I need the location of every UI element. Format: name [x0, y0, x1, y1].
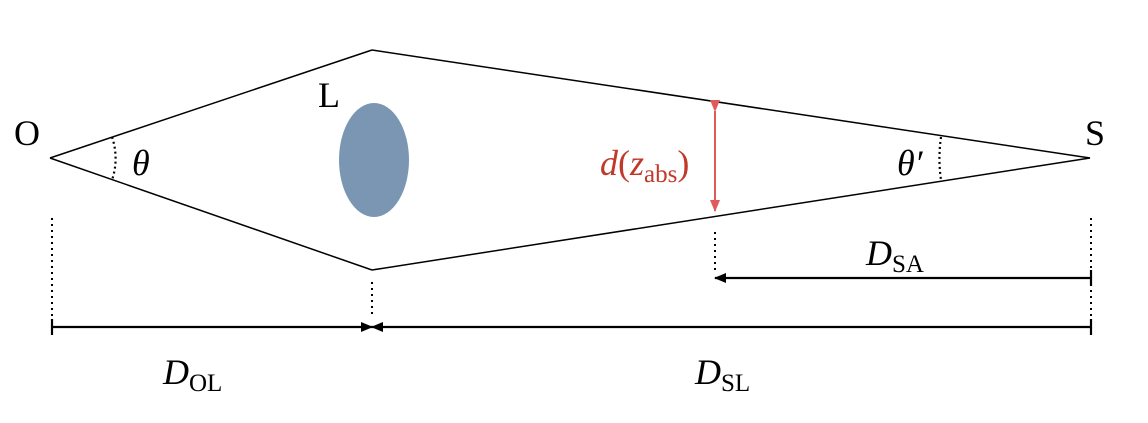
observer-label: O — [14, 113, 40, 153]
light-paths — [49, 49, 1091, 271]
separation-label: d(zabs) — [600, 143, 689, 188]
ray-observer-to-lens-bottom — [49, 157, 373, 271]
ray-observer-to-lens-top — [49, 49, 373, 159]
dist-source-lens-label: DSL — [694, 352, 750, 397]
source-angle-label: θ′ — [897, 143, 924, 183]
ray-lens-bottom-to-source — [371, 157, 1091, 271]
ray-lens-top-to-source — [371, 49, 1091, 159]
observer-angle-arc — [110, 136, 117, 181]
observer-angle-label: θ — [132, 143, 150, 183]
lens-label: L — [318, 75, 340, 115]
dist-observer-lens-label: DOL — [162, 352, 222, 397]
lens-ellipse — [339, 103, 409, 217]
dotted-guides — [51, 218, 1092, 330]
source-angle-arc — [938, 136, 943, 181]
distance-arrows — [50, 270, 1093, 335]
source-label: S — [1085, 113, 1105, 153]
dist-source-absorber-label: DSA — [865, 233, 924, 278]
